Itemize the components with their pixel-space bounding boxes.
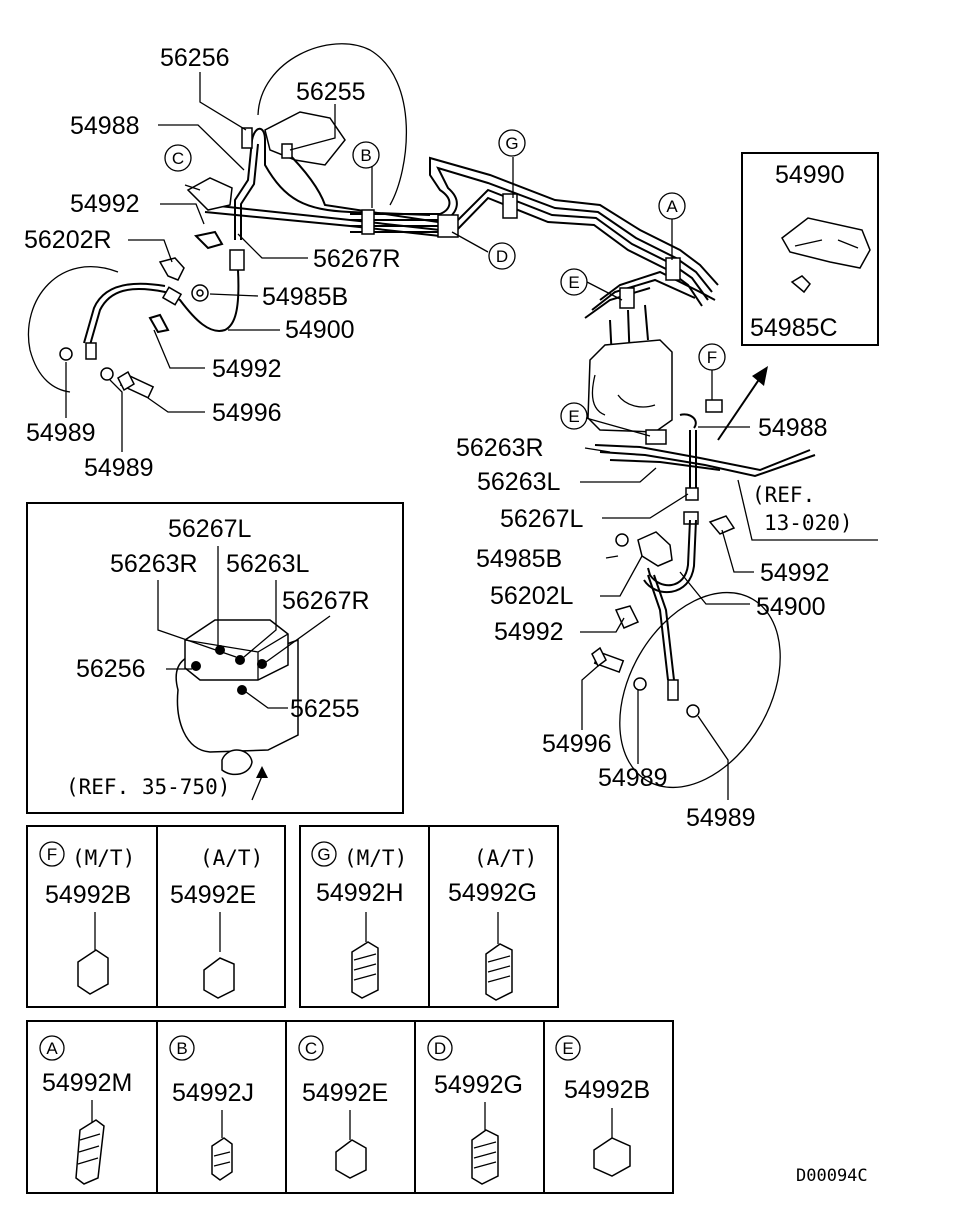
table-f-letter: F — [47, 845, 57, 864]
callout-56263R-mid: 56263R — [456, 434, 544, 462]
callout-54989-left-b: 54989 — [84, 454, 154, 482]
banjo-bolt-right — [591, 646, 625, 674]
clip-54992M-icon — [75, 1119, 105, 1185]
diagram-code: D00094C — [796, 1166, 868, 1186]
table-d-part: 54992G — [434, 1071, 523, 1099]
direction-arrow — [717, 366, 768, 441]
callout-54989-right-a: 54989 — [598, 764, 668, 792]
table-f-mt-part: 54992B — [45, 881, 131, 909]
part-callouts: 56256 56255 54988 54992 56202R 56267R 54… — [24, 44, 853, 832]
callout-54900-right: 54900 — [756, 593, 826, 621]
clip-54992E-icon-c — [335, 1139, 367, 1179]
callout-56263L-mid: 56263L — [477, 468, 561, 496]
callout-56255-top: 56255 — [296, 78, 366, 106]
table-c-letter: C — [305, 1039, 317, 1058]
hcu-inset: 56267L 56263R 56263L 56267R 56256 56255 … — [26, 502, 404, 814]
table-a-part: 54992M — [42, 1069, 132, 1097]
table-g-mt: (M/T) — [344, 846, 407, 870]
callout-54989-right-b: 54989 — [686, 804, 756, 832]
circle-letter-f: F — [707, 348, 717, 367]
leader-lines — [65, 72, 878, 800]
inset-callout-56255: 56255 — [290, 695, 360, 723]
circle-letter-a: A — [666, 197, 678, 216]
table-f-mt: (M/T) — [72, 846, 135, 870]
callout-54985B-left: 54985B — [262, 283, 348, 311]
clip-54992E-icon — [203, 957, 235, 999]
ref-13-020-line1: (REF. — [752, 483, 815, 507]
callout-54992-left-b: 54992 — [212, 355, 282, 383]
clip-table-bottom: A 54992M B 54992J C 54992E D 54992G E 54… — [26, 1020, 674, 1194]
circle-letter-d: D — [496, 247, 508, 266]
table-c-part: 54992E — [302, 1079, 388, 1107]
abs-hydraulic-unit — [587, 339, 816, 525]
table-g-mt-part: 54992H — [316, 879, 404, 907]
table-f-at-part: 54992E — [170, 881, 256, 909]
callout-54900-left: 54900 — [285, 316, 355, 344]
inset-callout-56256: 56256 — [76, 655, 146, 683]
clip-54992B-icon — [77, 949, 109, 995]
callout-56267L-mid: 56267L — [500, 505, 584, 533]
callout-54989-left-a: 54989 — [26, 419, 96, 447]
callout-54985C: 54985C — [750, 314, 838, 342]
callout-54992-right-b: 54992 — [494, 618, 564, 646]
callout-54992-right-a: 54992 — [760, 559, 830, 587]
clip-54992G-icon-g — [485, 943, 513, 1001]
inset-callout-56263L: 56263L — [226, 550, 310, 578]
table-f-at: (A/T) — [200, 846, 263, 870]
circle-letter-e-lower: E — [568, 407, 579, 426]
clip-reference-circles: C B G D A E F E — [164, 129, 726, 430]
left-front-brake-assembly — [27, 43, 441, 399]
table-g-at-part: 54992G — [448, 879, 537, 907]
inset-ref-35-750: (REF. 35-750) — [66, 775, 230, 799]
table-g-at: (A/T) — [474, 846, 537, 870]
circle-letter-c: C — [172, 149, 184, 168]
table-d-letter: D — [434, 1039, 446, 1058]
sensor-inset — [741, 152, 879, 346]
callout-56202R: 56202R — [24, 226, 112, 254]
callout-54996-right: 54996 — [542, 730, 612, 758]
callout-54992-left-a: 54992 — [70, 190, 140, 218]
ref-13-020-line2: 13-020) — [764, 511, 853, 535]
callout-54990: 54990 — [775, 161, 845, 189]
inset-callout-56267L: 56267L — [168, 515, 252, 543]
clip-54992J-icon — [211, 1137, 233, 1181]
callout-54996-left: 54996 — [212, 399, 282, 427]
clip-54992B-icon-e — [593, 1137, 631, 1177]
table-g-letter: G — [317, 845, 330, 864]
clip-table-f: F (M/T) (A/T) 54992B 54992E — [26, 825, 286, 1008]
main-brake-pipes — [350, 156, 719, 366]
callout-56202L: 56202L — [490, 582, 574, 610]
inset-callout-56263R: 56263R — [110, 550, 198, 578]
table-b-part: 54992J — [172, 1079, 254, 1107]
banjo-bolt-left — [117, 370, 155, 399]
table-a-letter: A — [46, 1039, 58, 1058]
circle-letter-b: B — [360, 146, 371, 165]
inset-callout-56267R: 56267R — [282, 587, 370, 615]
table-e-letter: E — [562, 1039, 573, 1058]
circle-letter-g: G — [505, 134, 518, 153]
clip-table-g: G (M/T) (A/T) 54992H 54992G — [299, 825, 559, 1008]
clip-54992H-icon — [351, 941, 379, 999]
table-e-part: 54992B — [564, 1076, 650, 1104]
table-b-letter: B — [176, 1039, 187, 1058]
callout-54985B-right: 54985B — [476, 545, 562, 573]
callout-54988-left: 54988 — [70, 112, 140, 140]
callout-54988-right: 54988 — [758, 414, 828, 442]
circle-letter-e-upper: E — [568, 273, 579, 292]
callout-56256-top: 56256 — [160, 44, 230, 72]
callout-56267R-top: 56267R — [313, 245, 401, 273]
